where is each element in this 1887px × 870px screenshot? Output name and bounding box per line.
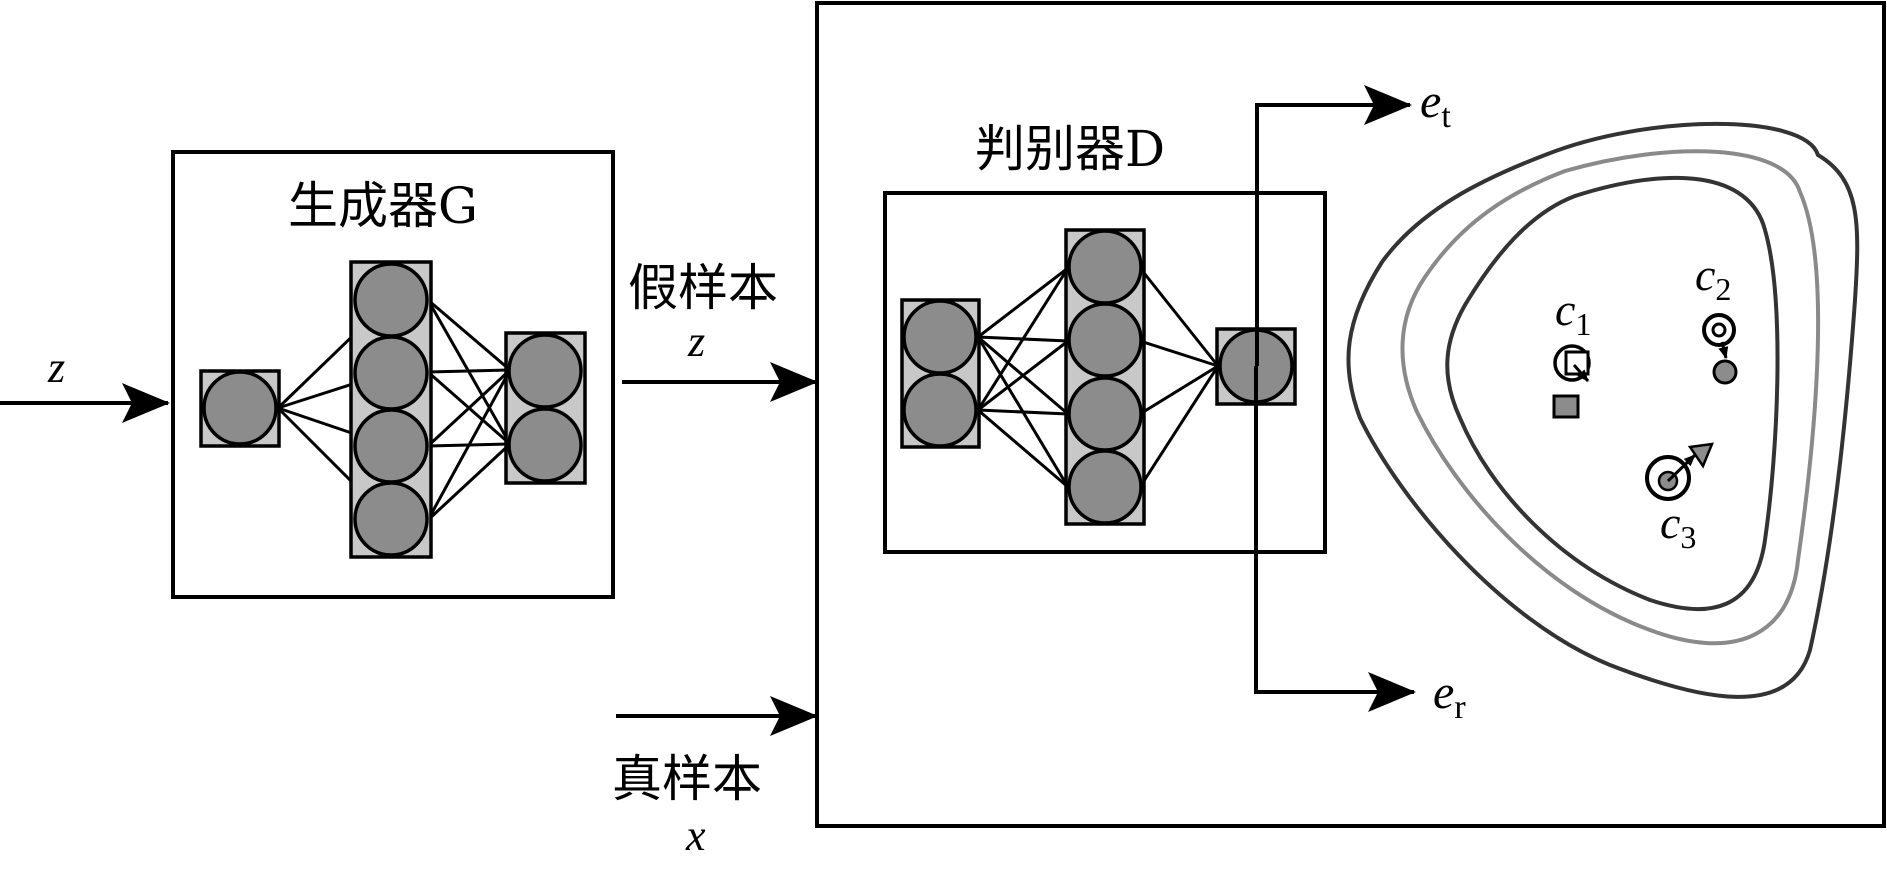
output-et-label: et [1420, 75, 1451, 135]
discriminator-node [902, 372, 978, 448]
discriminator-block: 判别器D [883, 120, 1327, 554]
discriminator-node [1067, 449, 1143, 525]
cluster-c1 [1552, 344, 1591, 419]
output-er-arrow [1254, 366, 1416, 712]
discriminator-node [1067, 376, 1143, 452]
discriminator-node [902, 299, 978, 375]
feature-space: c1 c2 c3 [1346, 121, 1860, 699]
generator-title: 生成器G [288, 177, 478, 235]
real-sample-var: x [685, 811, 706, 860]
contour-middle [1400, 149, 1821, 646]
discriminator-frame [815, 1, 1886, 828]
cluster-c1-square-filled [1552, 394, 1580, 419]
output-er-label: er [1433, 666, 1466, 726]
generator-node [353, 262, 429, 338]
discriminator-title: 判别器D [975, 120, 1165, 178]
generator-box [171, 150, 615, 599]
cluster-c1-label: c1 [1555, 284, 1591, 342]
cluster-c3-ring [1645, 455, 1691, 501]
cluster-c3 [1645, 442, 1714, 501]
cluster-c2 [1702, 313, 1738, 385]
generator-node [202, 370, 278, 446]
output-et-arrow [1255, 85, 1412, 366]
contour-outer [1346, 121, 1860, 699]
cluster-c1-vector [1572, 364, 1590, 382]
noise-input-label: z [47, 343, 65, 392]
cluster-c3-triangle [1687, 442, 1714, 469]
fake-sample-label: 假样本 [628, 259, 778, 317]
cluster-c3-vector [1666, 453, 1697, 483]
generator-node [353, 481, 429, 557]
cluster-c2-ring-inner [1711, 322, 1727, 338]
discriminator-edges [976, 266, 1220, 489]
generator-node [507, 333, 583, 409]
cluster-c2-ring-outer [1702, 313, 1736, 347]
discriminator-box [883, 191, 1327, 554]
fake-sample-var: z [687, 317, 705, 366]
generator-node [353, 335, 429, 411]
generator-block: 生成器G [171, 150, 615, 599]
discriminator-node [1067, 302, 1143, 378]
cluster-c2-vector [1718, 341, 1729, 359]
generator-node [353, 408, 429, 484]
contour-inner [1445, 175, 1780, 612]
generator-node [507, 407, 583, 483]
discriminator-node [1067, 229, 1143, 305]
cluster-c3-label: c3 [1660, 497, 1696, 555]
cluster-c2-label: c2 [1695, 249, 1731, 307]
cluster-c2-point [1712, 359, 1738, 385]
real-sample-label: 真样本 [612, 750, 762, 808]
